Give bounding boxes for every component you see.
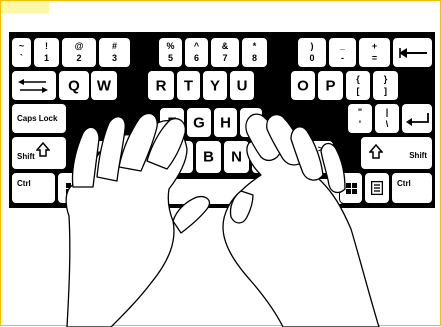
left-thumb [173, 197, 209, 233]
